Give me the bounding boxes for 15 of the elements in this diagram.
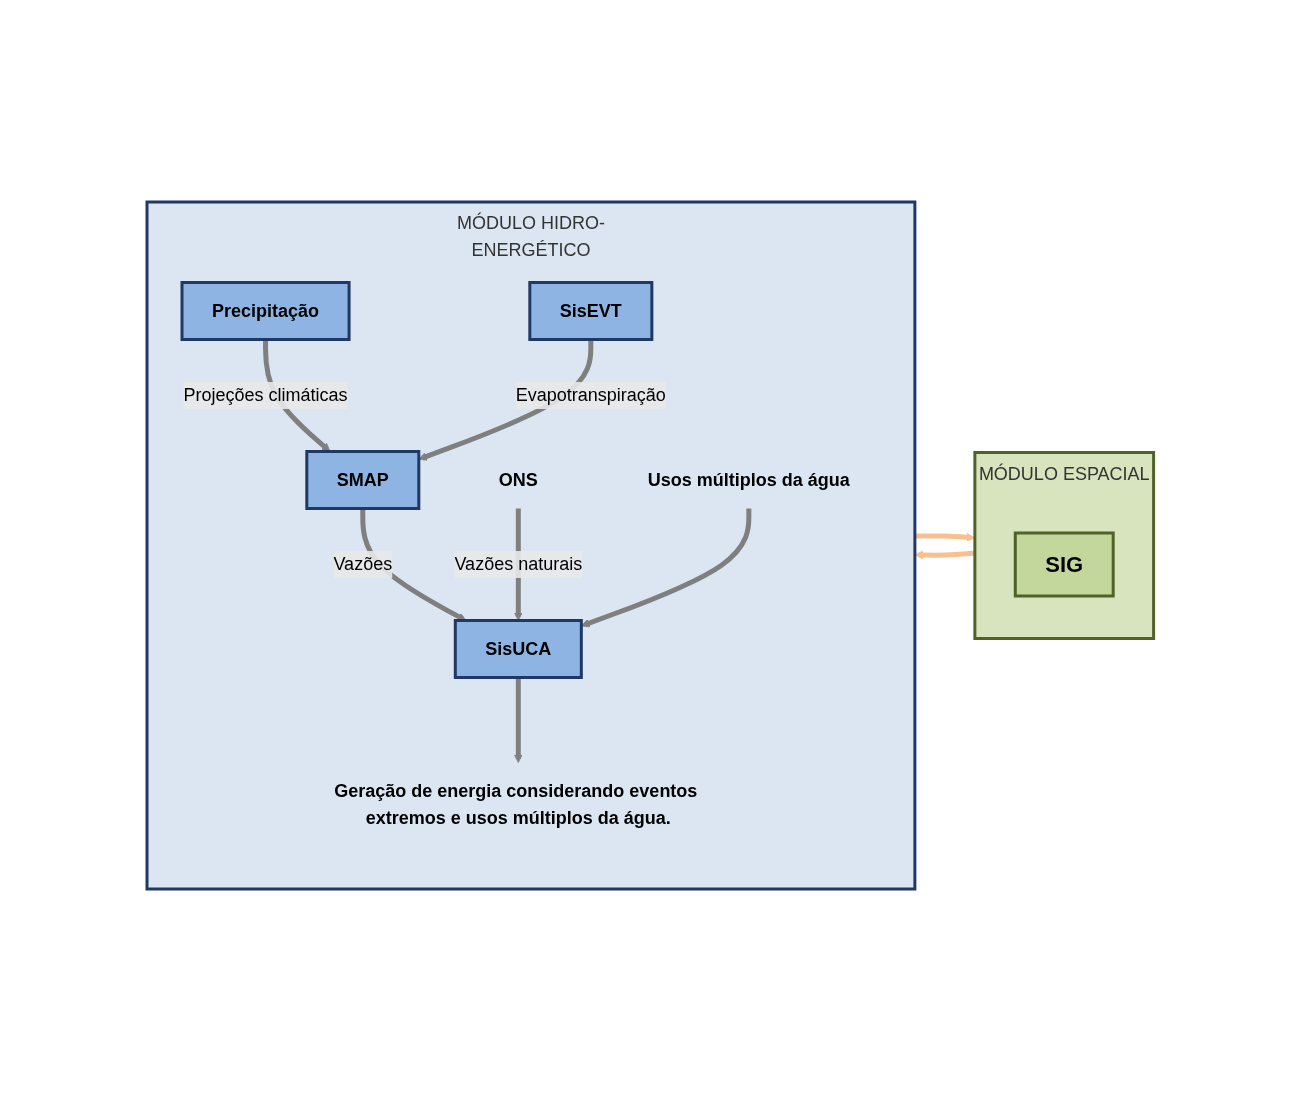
- node-box: SMAP: [305, 449, 420, 510]
- node-text: Geração de energia considerando eventos extremos e usos múltiplos da água.: [333, 780, 698, 827]
- arrow: [914, 550, 975, 559]
- edge-label: Vazões: [333, 553, 392, 574]
- node-box: SIG: [1013, 531, 1115, 597]
- node-box: SisUCA: [453, 618, 583, 679]
- node-text: Usos múltiplos da água: [647, 469, 850, 489]
- edge-label: Vazões naturais: [454, 553, 582, 574]
- arrow: [914, 532, 975, 542]
- node-box: Precipitação: [180, 280, 351, 341]
- edge-label: Evapotranspiração: [515, 384, 666, 405]
- node-text: ONS: [498, 469, 538, 489]
- edge-label: Projeções climáticas: [183, 384, 348, 405]
- arrow: [513, 677, 523, 763]
- node-box: SisEVT: [528, 280, 654, 341]
